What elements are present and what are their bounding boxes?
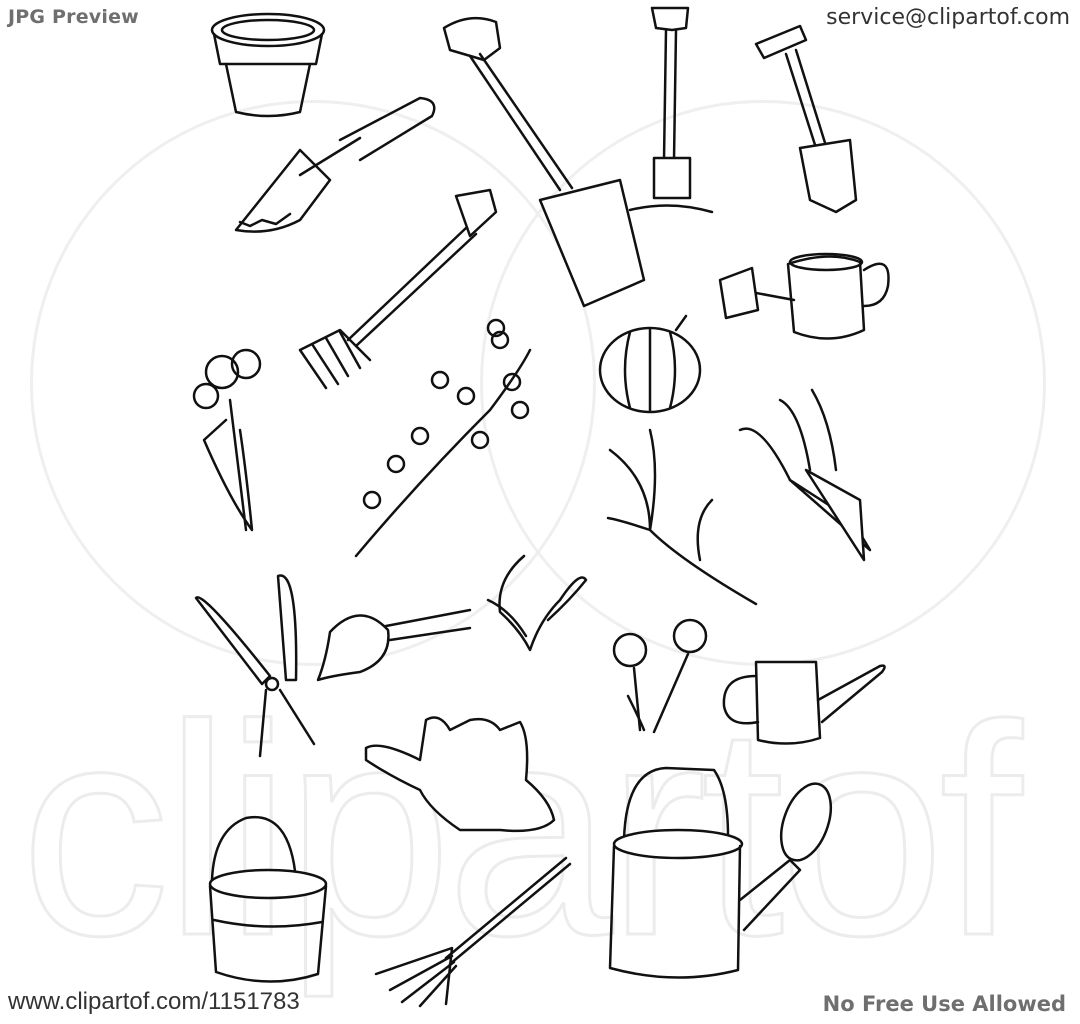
shovel-icon	[628, 6, 714, 214]
carrot-icon	[738, 388, 872, 562]
service-email: service@clipartof.com	[826, 5, 1070, 30]
clipart-url: www.clipartof.com/1151783	[8, 988, 300, 1015]
large-watering-can-icon	[608, 766, 833, 979]
rake-icon	[374, 856, 572, 1008]
leaves-icon	[486, 554, 588, 652]
spade-icon	[442, 16, 646, 308]
daffodil-icon	[192, 348, 262, 532]
shears-icon	[194, 574, 316, 758]
flower-pot-icon	[210, 12, 326, 118]
jpg-preview-label: JPG Preview	[8, 6, 139, 28]
small-shovel-icon	[754, 24, 858, 214]
gloves-icon	[364, 716, 556, 833]
no-free-use-label: No Free Use Allowed	[822, 992, 1066, 1016]
twig-icon	[606, 428, 758, 606]
pumpkin-icon	[598, 314, 702, 414]
trowel-icon	[234, 96, 436, 233]
beet-icon	[316, 608, 472, 682]
bucket-icon	[208, 815, 328, 983]
watering-can-icon	[718, 252, 890, 340]
watering-pitcher-icon	[722, 660, 886, 745]
flowers-icon	[612, 618, 708, 734]
fork-icon	[298, 188, 498, 390]
branch-icon	[354, 318, 532, 558]
